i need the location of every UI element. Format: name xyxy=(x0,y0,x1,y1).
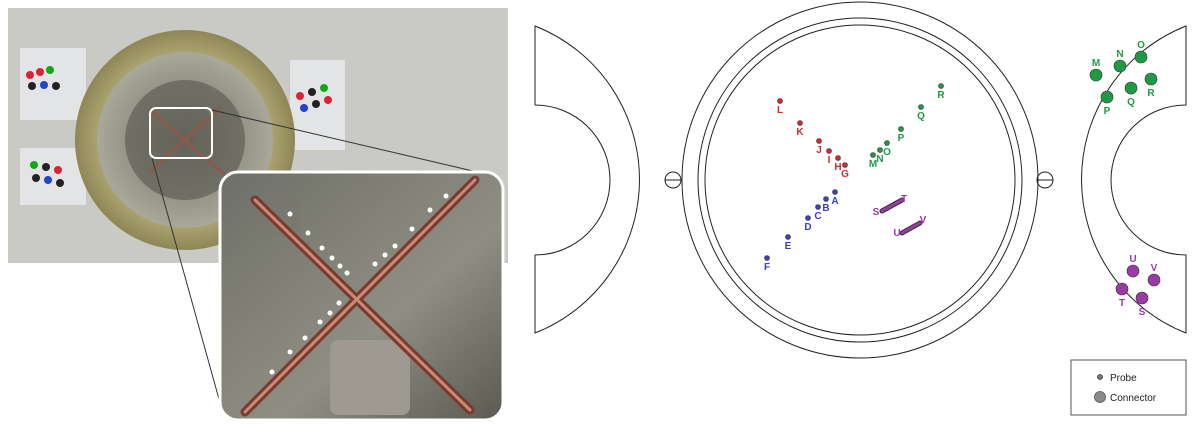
probe-j-red xyxy=(816,138,822,144)
right-wing-outline xyxy=(1081,25,1187,334)
probe-p-green xyxy=(898,126,904,132)
probe-label-d-blue: D xyxy=(804,222,811,233)
probe-label-m-green: M xyxy=(869,159,877,170)
zoom-line-bottom xyxy=(151,157,223,411)
probe-m-green xyxy=(870,152,876,158)
connector-r-green xyxy=(1144,72,1158,86)
connector-m-green xyxy=(1089,68,1103,82)
device-photo xyxy=(8,8,508,422)
probe-label-j-red: J xyxy=(816,145,822,156)
device-outline xyxy=(534,1,1187,359)
probe-label-n-green: N xyxy=(876,154,883,165)
probe-label-r-green: R xyxy=(937,90,945,101)
connector-label-m-green: M xyxy=(1092,58,1100,69)
probe-label-s-purple: S xyxy=(873,207,880,218)
photo-connector-dots xyxy=(26,66,332,187)
probe-pair-uv xyxy=(900,221,922,235)
connector-layer: GHIJKLMNOPQRFEDCBAUVTS xyxy=(38,40,1161,318)
connector-label-q-green: Q xyxy=(1127,97,1135,108)
probe-pair-st xyxy=(880,198,904,213)
inner-ring-inner xyxy=(704,24,1016,336)
probe-label-o-green: O xyxy=(883,147,891,158)
left-bottom-wing xyxy=(20,148,86,205)
probe-label-h-red: H xyxy=(834,162,841,173)
zoom-line-top xyxy=(211,109,491,176)
probe-b-blue xyxy=(823,196,829,202)
probe-label-g-red: G xyxy=(841,169,849,180)
zoom-inset xyxy=(218,170,505,422)
probe-label-l-red: L xyxy=(777,105,783,116)
probe-label-c-blue: C xyxy=(814,211,821,222)
legend-probe-marker xyxy=(1097,374,1103,380)
probe-l-red xyxy=(777,98,783,104)
probe-i-red xyxy=(826,148,832,154)
legend-box xyxy=(1070,359,1187,416)
connector-p-green xyxy=(1100,90,1114,104)
connector-o-green xyxy=(1134,50,1148,64)
left-wing-outline xyxy=(534,25,640,334)
probe-a-blue xyxy=(832,189,838,195)
connector-n-green xyxy=(1113,59,1127,73)
probe-label-q-green: Q xyxy=(917,111,925,122)
connector-v-purple xyxy=(1147,273,1161,287)
probe-label-k-red: K xyxy=(796,127,804,138)
connector-label-s-purple: S xyxy=(1139,307,1146,318)
photo-panel xyxy=(0,0,520,423)
legend: Probe Connector xyxy=(1070,359,1187,416)
legend-probe-label: Probe xyxy=(1110,373,1137,384)
probe-label-p-green: P xyxy=(898,133,905,144)
layout-diagram: GHIJKLMNOPQRFEDCBAUVTS LKJIHGMNOPQRABCDE… xyxy=(38,1,1187,416)
legend-connector-marker xyxy=(1094,391,1106,403)
connector-s-purple xyxy=(1135,291,1149,305)
probe-label-u-purple: U xyxy=(893,228,900,239)
probe-label-b-blue: B xyxy=(822,203,829,214)
connector-label-p-green: P xyxy=(1104,106,1111,117)
probe-k-red xyxy=(797,120,803,126)
probe-h-red xyxy=(835,155,841,161)
probe-label-f-blue: F xyxy=(764,262,770,273)
probe-g-red xyxy=(842,162,848,168)
connector-label-u-purple: U xyxy=(1129,254,1136,265)
outer-ring xyxy=(681,1,1039,359)
legend-connector-label: Connector xyxy=(1110,393,1157,404)
probe-label-e-blue: E xyxy=(785,241,792,252)
inner-ring-outer xyxy=(697,17,1023,343)
probe-f-blue xyxy=(764,255,770,261)
connector-u-purple xyxy=(1126,264,1140,278)
probe-q-green xyxy=(918,104,924,110)
probe-label-i-red: I xyxy=(828,155,831,166)
connector-label-o-green: O xyxy=(1137,40,1145,51)
probe-n-green xyxy=(877,147,883,153)
probe-c-blue xyxy=(815,204,821,210)
connector-q-green xyxy=(1124,81,1138,95)
probe-label-v-purple: V xyxy=(920,215,927,226)
probe-o-green xyxy=(884,140,890,146)
probe-d-blue xyxy=(805,215,811,221)
connector-label-t-purple: T xyxy=(1119,298,1125,309)
probe-e-blue xyxy=(785,234,791,240)
connector-t-purple xyxy=(1115,282,1129,296)
zoom-selection-box xyxy=(149,107,213,159)
probe-r-green xyxy=(938,83,944,89)
connector-label-r-green: R xyxy=(1147,88,1155,99)
connector-label-n-green: N xyxy=(1116,49,1123,60)
probe-label-a-blue: A xyxy=(831,196,838,207)
connector-label-v-purple: V xyxy=(1151,263,1158,274)
probe-label-t-purple: T xyxy=(901,194,907,205)
diagram-panel: GHIJKLMNOPQRFEDCBAUVTS LKJIHGMNOPQRABCDE… xyxy=(38,0,1201,423)
